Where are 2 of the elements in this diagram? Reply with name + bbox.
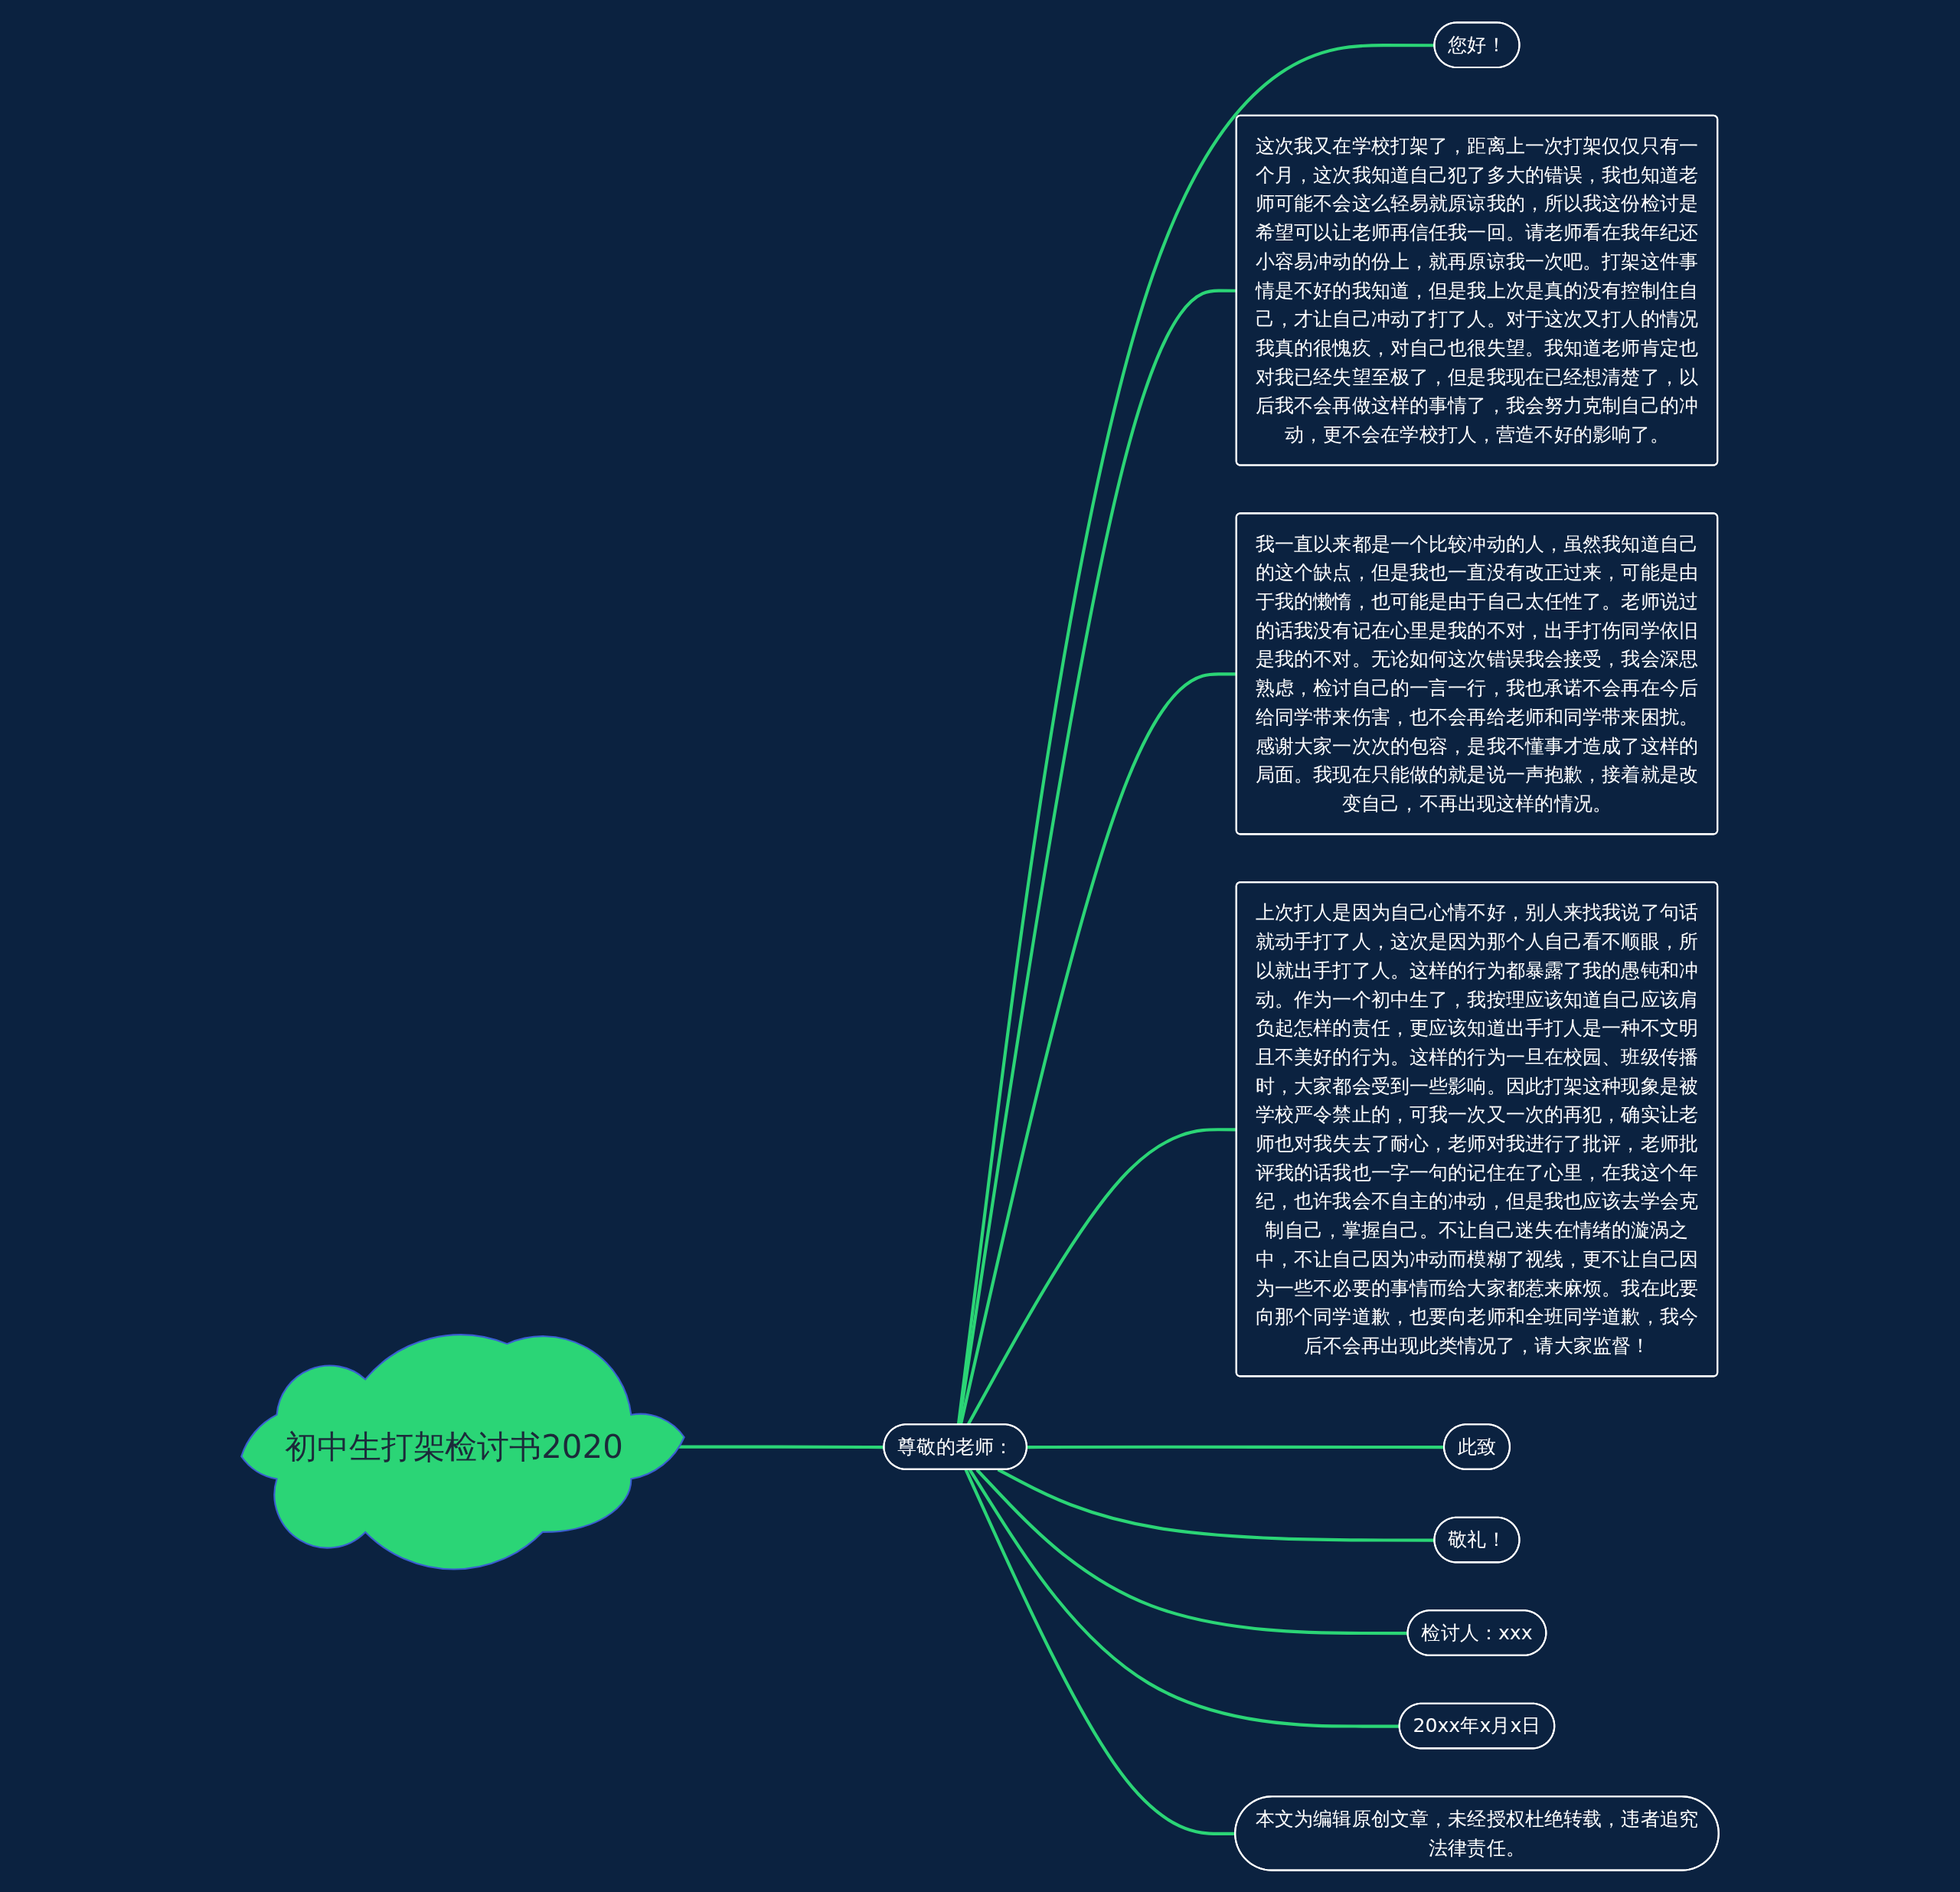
connector [964,1469,1236,1835]
connector [1027,1445,1445,1449]
